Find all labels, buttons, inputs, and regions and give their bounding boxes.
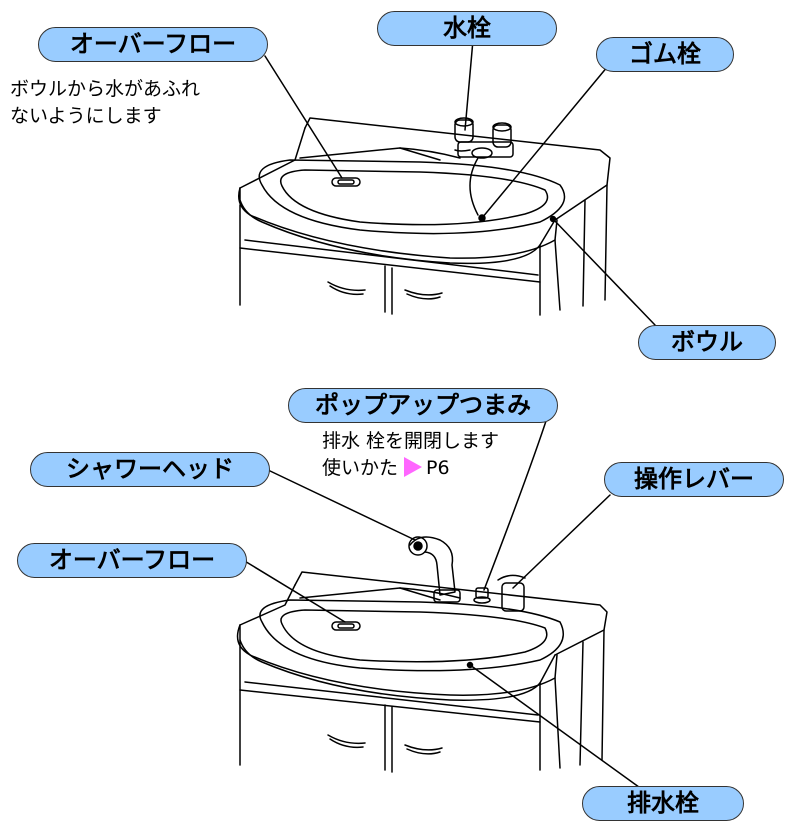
label-overflow-bottom: オーバーフロー <box>17 543 247 578</box>
popup-note-line1: 排水 栓を開閉します <box>322 430 500 452</box>
label-overflow-top: オーバーフロー <box>38 27 268 62</box>
popup-note-page-ref[interactable]: P6 <box>426 457 450 479</box>
bowl-outline-2 <box>259 599 564 672</box>
popup-note-howto: 使いかた <box>322 457 399 479</box>
popup-knob-drawing <box>473 587 491 604</box>
popup-note-line2: 使いかた P6 <box>322 455 450 482</box>
label-popup-knob: ポップアップつまみ <box>288 388 558 423</box>
bottom-leaders <box>242 414 644 791</box>
overflow-note-line2: ないようにします <box>10 105 162 127</box>
bottom-sink <box>236 536 608 773</box>
label-bowl: ボウル <box>638 325 776 360</box>
label-operation-lever: 操作レバー <box>604 462 784 497</box>
right-triangle-icon <box>404 457 423 477</box>
top-leaders <box>264 39 656 326</box>
label-rubber-stopper: ゴム栓 <box>596 37 734 72</box>
overflow-slot <box>331 177 361 187</box>
label-drain-plug: 排水栓 <box>582 786 744 821</box>
label-shower-head: シャワーヘッド <box>30 452 270 487</box>
shower-faucet-drawing <box>408 536 461 603</box>
lever-drawing <box>497 574 526 612</box>
overflow-slot-2 <box>331 621 361 631</box>
top-sink <box>238 117 611 316</box>
label-faucet: 水栓 <box>377 11 557 46</box>
faucet-drawing <box>454 117 514 159</box>
overflow-note-line1: ボウルから水があふれ <box>10 78 201 100</box>
bowl-outline <box>258 159 566 235</box>
